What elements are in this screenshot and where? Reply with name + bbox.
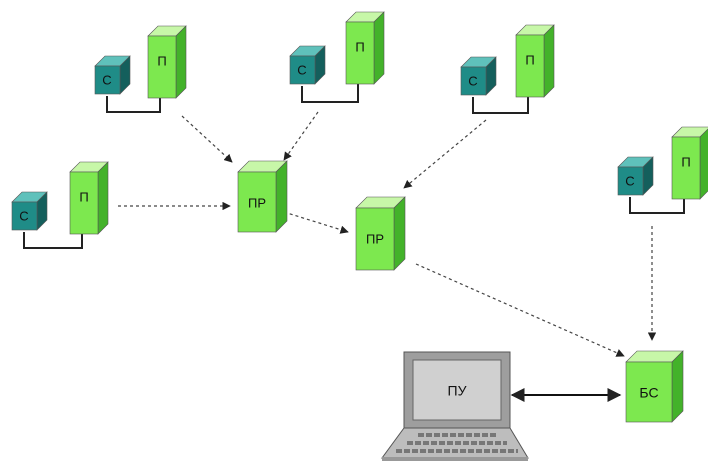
router-1-side: [275, 160, 288, 233]
router-2-label: ПР: [366, 231, 384, 246]
node-box: [147, 25, 187, 99]
node-box: [671, 126, 708, 200]
sensor-box: [460, 56, 497, 96]
routers: ПР ПР: [237, 160, 406, 271]
node-box-front: [671, 136, 701, 200]
router-2-side: [393, 196, 406, 271]
router-1-label: ПР: [248, 195, 266, 210]
unit-right: ПС: [617, 126, 708, 214]
node-box: [345, 11, 385, 85]
sensor-box: [94, 55, 131, 95]
base-station-group: БС: [625, 350, 684, 423]
link-router1-router2: [283, 211, 349, 234]
unit-left: ПС: [11, 161, 109, 249]
node-box: [69, 161, 109, 235]
link-router2-bs: [415, 263, 625, 357]
laptop-keys: [396, 433, 518, 453]
sensor-label: С: [102, 72, 111, 87]
node-label: П: [525, 52, 534, 67]
node-label: П: [79, 189, 88, 204]
sensor-node-wire: [23, 232, 83, 249]
sensor-box: [617, 156, 654, 196]
laptop-label: ПУ: [448, 383, 467, 399]
sensor-box-front: [460, 66, 487, 96]
router-2-front: [355, 207, 395, 271]
control-laptop: ПУ: [381, 351, 529, 461]
node-box-side: [543, 24, 555, 98]
base-station-side: [671, 350, 684, 423]
link-unit3-router2: [403, 119, 487, 189]
laptop-base: [382, 457, 528, 461]
router-1: [237, 160, 288, 233]
node-box-side: [175, 25, 187, 99]
base-station: [625, 350, 684, 423]
sensor-node-wire: [629, 197, 685, 214]
sensor-box-front: [289, 55, 316, 85]
sensor-box: [11, 191, 48, 231]
unit-top-left: ПС: [94, 25, 187, 113]
sensor-node-wire: [106, 96, 161, 113]
node-box-side: [373, 11, 385, 85]
node-label: П: [681, 154, 690, 169]
sensor-label: С: [468, 73, 477, 88]
router-1-front: [237, 171, 277, 233]
unit-top-right: ПС: [460, 24, 555, 114]
sensor-node-wire: [472, 97, 529, 114]
sensor-label: С: [625, 173, 634, 188]
node-box-side: [97, 161, 109, 235]
sensor-box-front: [94, 65, 121, 95]
link-unit2-router1: [283, 111, 319, 161]
link-unit1-router1: [181, 115, 233, 163]
router-2: [355, 196, 406, 271]
node-box: [515, 24, 555, 98]
unit-top-center: ПС: [289, 11, 385, 103]
node-box-front: [345, 21, 375, 85]
laptop-screen: [412, 359, 502, 421]
connections: [118, 111, 657, 402]
sensor-box-front: [617, 166, 644, 196]
node-box-front: [515, 34, 545, 98]
sensor-label: С: [19, 208, 28, 223]
node-box-side: [699, 128, 708, 200]
node-box-front: [147, 35, 177, 99]
base-station-front: [625, 361, 673, 423]
sensor-label: С: [297, 62, 306, 77]
node-label: П: [355, 39, 364, 54]
node-box-front: [69, 171, 99, 235]
node-label: П: [157, 53, 166, 68]
sensor-node-wire: [301, 84, 359, 103]
base-station-label: БС: [639, 385, 658, 401]
sensor-box: [289, 45, 326, 85]
sensor-box-front: [11, 201, 38, 231]
